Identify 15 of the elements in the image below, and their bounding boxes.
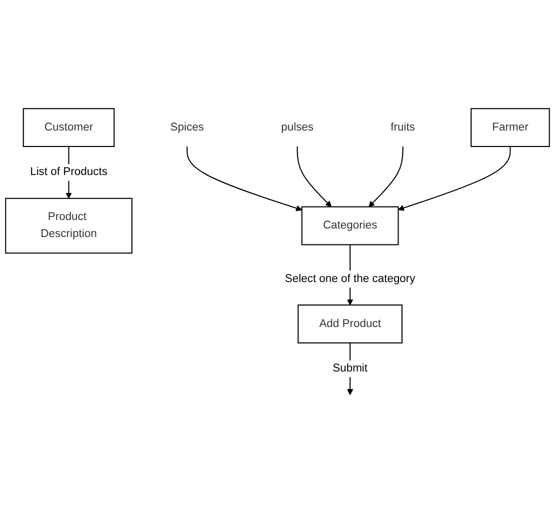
edge-label: Submit bbox=[332, 362, 368, 375]
arrow bbox=[368, 146, 404, 208]
edge-label: Select one of the category bbox=[284, 273, 416, 285]
node-box: Customer bbox=[22, 108, 115, 148]
node-box: Product Description bbox=[5, 198, 132, 254]
node-box: Add Product bbox=[298, 304, 403, 344]
node-text: fruits bbox=[390, 122, 416, 134]
arrow bbox=[186, 146, 302, 212]
arrow bbox=[296, 146, 332, 208]
arrow bbox=[398, 146, 511, 212]
node-text: pulses bbox=[281, 122, 314, 134]
node-text: Spices bbox=[170, 122, 204, 134]
edge-label: List of Products bbox=[30, 166, 108, 178]
node-box: Farmer bbox=[470, 108, 550, 148]
node-box: Categories bbox=[301, 206, 399, 246]
